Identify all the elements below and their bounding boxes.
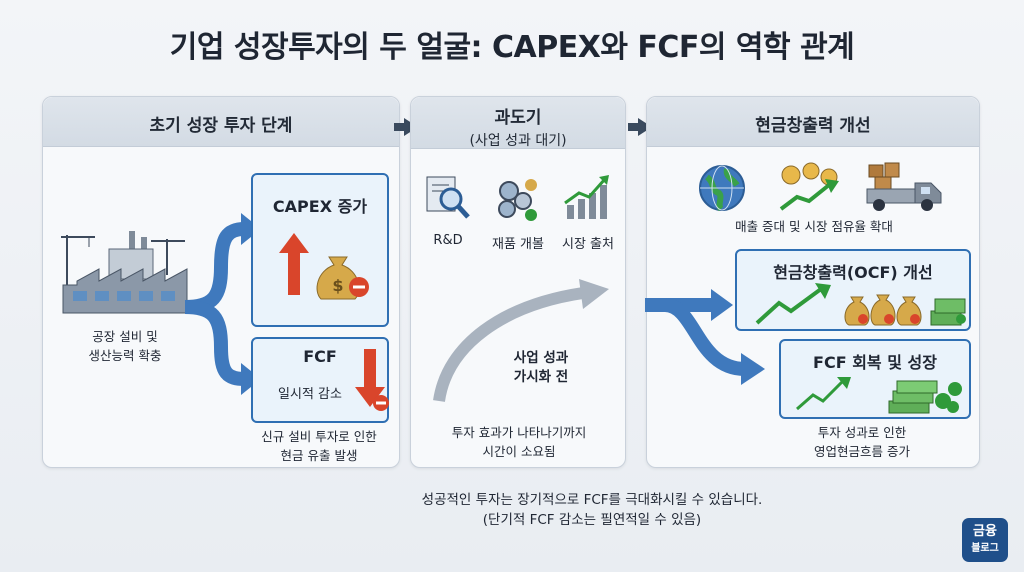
money-bag-minus-icon: $	[316, 256, 369, 300]
money-bags-icon	[844, 294, 966, 326]
product-gears-icon	[498, 179, 537, 221]
branch-growth-arrow-icon	[645, 289, 765, 385]
market-chart-icon	[564, 175, 609, 219]
fcf-subtitle: 일시적 감소	[278, 387, 342, 402]
early-caption-1: 신규 설비 투자로 인한	[261, 429, 377, 444]
footnote-1: 성공적인 투자는 장기적으로 FCF를 극대화시킬 수 있습니다.	[421, 492, 763, 508]
delivery-truck-icon	[866, 162, 942, 211]
panel-early-investment: 초기 성장 투자 단계 공장 설비 및 생산능력 확충 CAPEX 증가 $	[42, 96, 400, 468]
transition-item-market: 시장 출처	[562, 237, 614, 252]
page-title: 기업 성장투자의 두 얼굴: CAPEX와 FCF의 역학 관계	[169, 30, 855, 65]
curve-label-1: 사업 성과	[513, 350, 569, 366]
rising-curve-arrow-icon	[433, 279, 609, 403]
logo-line-1: 금융	[973, 524, 997, 539]
blog-logo[interactable]: 금융 블로그	[962, 518, 1008, 562]
factory-icon	[61, 231, 188, 314]
footnote-2: (단기적 FCF 감소는 필연적일 수 있음)	[482, 512, 702, 528]
cash-caption-1: 투자 성과로 인한	[817, 425, 907, 440]
customers-growth-icon	[779, 162, 839, 211]
panel-early-title: 초기 성장 투자 단계	[43, 97, 399, 147]
transition-caption-2: 시간이 소요됨	[482, 444, 556, 459]
capex-box: CAPEX 증가	[251, 173, 389, 327]
ocf-title: 현금창출력(OCF) 개선	[773, 263, 933, 282]
panel-cash-generation: 현금창출력 개선 매출 증대 및 시장 점유율 확대 현금창출력(OCF) 개선	[645, 96, 980, 468]
rnd-magnifier-icon	[426, 176, 470, 219]
growth-arrow-ocf-icon	[755, 283, 831, 325]
cash-caption-2: 영업현금흐름 증가	[814, 444, 910, 459]
factory-label-2: 생산능력 확충	[88, 348, 162, 363]
cash-stacks-icon	[888, 380, 962, 414]
factory-label-1: 공장 설비 및	[92, 329, 158, 344]
growth-arrow-fcf-icon	[796, 377, 851, 411]
cash-top-caption: 매출 증대 및 시장 점유율 확대	[735, 219, 893, 234]
early-caption-2: 현금 유출 발생	[280, 448, 358, 463]
curve-label-2: 가시화 전	[513, 369, 569, 385]
panel-transition: 과도기 (사업 성과 대기) R&D 재품 개볼 시장 출처 사업 성과 가시화…	[410, 96, 626, 468]
transition-caption-1: 투자 효과가 나타나기까지	[451, 425, 587, 440]
panel-transition-subtitle: (사업 성과 대기)	[469, 133, 567, 149]
panel-cash-title: 현금창출력 개선	[647, 97, 979, 147]
panel-transition-title: 과도기	[494, 108, 542, 128]
globe-icon	[699, 165, 745, 212]
fcf-recovery-title: FCF 회복 및 성장	[813, 353, 937, 372]
logo-line-2: 블로그	[971, 543, 999, 554]
arrow-down-icon	[355, 349, 389, 411]
arrow-up-icon	[279, 233, 309, 295]
fcf-title: FCF	[303, 347, 337, 366]
svg-text:$: $	[332, 276, 343, 295]
transition-item-rnd: R&D	[433, 233, 463, 248]
panel-transition-header: 과도기 (사업 성과 대기)	[411, 97, 625, 149]
capex-title: CAPEX 증가	[272, 197, 368, 216]
transition-item-product: 재품 개볼	[492, 237, 544, 252]
